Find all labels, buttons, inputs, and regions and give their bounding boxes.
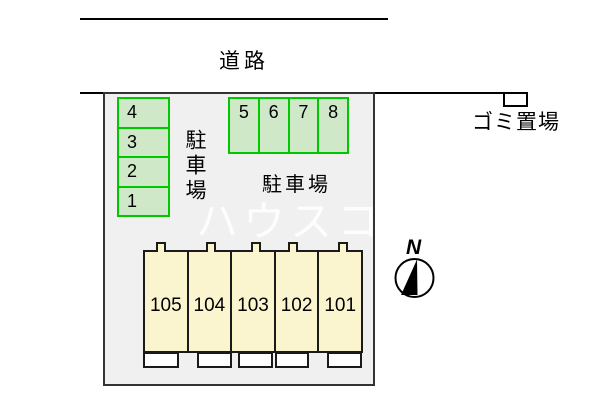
parking-space-7: 7 <box>287 97 320 154</box>
parking-space-4: 4 <box>117 97 170 129</box>
porch <box>327 352 362 368</box>
roof-notch <box>251 242 261 252</box>
unit-number: 105 <box>149 294 182 316</box>
parking-space-number: 3 <box>127 131 138 152</box>
porch <box>143 352 179 368</box>
parking-left-label: 駐車場 <box>183 129 206 204</box>
porch <box>197 352 232 368</box>
unit-103: 103 <box>230 250 276 353</box>
parking-top-group: 5 6 7 8 <box>228 97 349 154</box>
unit-number: 101 <box>324 294 357 316</box>
unit-number: 103 <box>237 294 269 316</box>
parking-space-number: 4 <box>127 102 138 123</box>
unit-number: 104 <box>193 294 226 316</box>
parking-space-8: 8 <box>317 97 349 154</box>
parking-space-number: 5 <box>238 102 249 122</box>
unit-102: 102 <box>273 250 320 353</box>
parking-top-label: 駐車場 <box>262 174 331 196</box>
compass-icon <box>394 258 435 298</box>
garbage-area-label: ゴミ置場 <box>472 111 560 134</box>
parking-space-number: 1 <box>127 190 138 211</box>
porch <box>238 352 273 368</box>
parking-space-number: 8 <box>328 102 339 122</box>
roof-notch <box>156 242 166 252</box>
roof-notch <box>206 242 216 252</box>
road-top-line <box>80 18 388 20</box>
unit-104: 104 <box>186 250 233 353</box>
parking-space-number: 2 <box>127 161 138 182</box>
unit-number: 102 <box>280 294 313 316</box>
unit-105: 105 <box>143 250 189 353</box>
roof-notch <box>288 242 298 252</box>
parking-space-number: 6 <box>268 102 279 122</box>
compass-north-label: N <box>406 236 422 259</box>
parking-space-1: 1 <box>117 185 170 217</box>
parking-space-6: 6 <box>257 97 290 154</box>
roof-notch <box>338 242 348 252</box>
road-label: 道路 <box>219 50 269 73</box>
parking-space-number: 7 <box>298 102 309 122</box>
porch <box>275 352 309 368</box>
garbage-area-box <box>503 92 528 107</box>
parking-space-5: 5 <box>228 97 260 154</box>
building: 105 104 103 102 101 <box>143 250 363 353</box>
parking-left-group: 4 3 2 1 <box>117 97 170 217</box>
unit-101: 101 <box>317 250 363 353</box>
parking-space-3: 3 <box>117 126 170 158</box>
parking-space-2: 2 <box>117 156 170 188</box>
